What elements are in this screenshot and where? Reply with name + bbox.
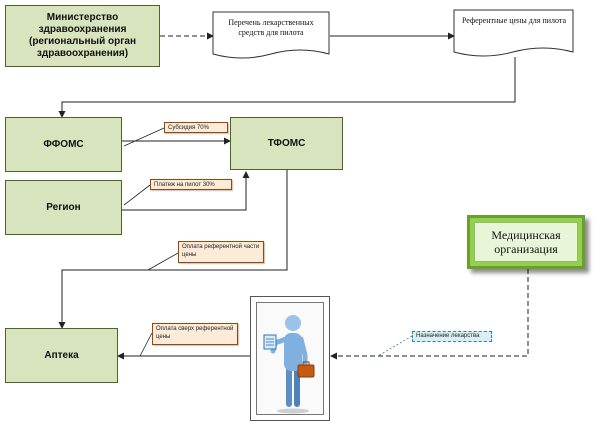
node-medical-organization-label: Медицинская организация (474, 222, 578, 262)
label-prescription: Назначение лекарства (412, 331, 492, 342)
callout-leader-over-payment (139, 332, 153, 357)
doc-shape-ref-prices (453, 9, 574, 57)
node-ffoms: ФФОМС (5, 117, 122, 172)
edge-region-to-tfoms (122, 171, 250, 211)
patient-frame-inner (256, 302, 324, 415)
node-drug-list: Перечень лекарственных средств для пилот… (228, 18, 314, 37)
patient-icon (263, 315, 315, 414)
node-ministry: Министерство здравоохранения (региональн… (5, 5, 160, 67)
node-reference-prices: Референтные цены для пилота (461, 16, 567, 25)
edge-refprices-to-ffoms (58, 57, 516, 118)
edge-tfoms-to-pharmacy (58, 170, 288, 329)
callout-leader-region-payment (123, 184, 151, 206)
label-reference-payment: Оплата референтной части цены (178, 241, 264, 263)
callout-leader-ref-payment (147, 252, 179, 271)
node-region: Регион (5, 180, 122, 235)
callout-leader-prescription (377, 335, 413, 357)
callout-leader-subsidy (123, 127, 165, 147)
label-subsidy: Субсидия 70% (164, 122, 228, 133)
label-region-payment: Платеж на пилот 30% (150, 179, 232, 190)
label-over-payment: Оплата сверх референтной цены (152, 323, 238, 345)
node-pharmacy: Аптека (5, 328, 118, 383)
doc-shape-drug-list (212, 11, 330, 59)
patient-frame (250, 296, 330, 421)
edge-medorg-to-patient (330, 269, 529, 360)
node-medical-organization: Медицинская организация (467, 215, 585, 269)
node-tfoms: ТФОМС (230, 117, 343, 170)
